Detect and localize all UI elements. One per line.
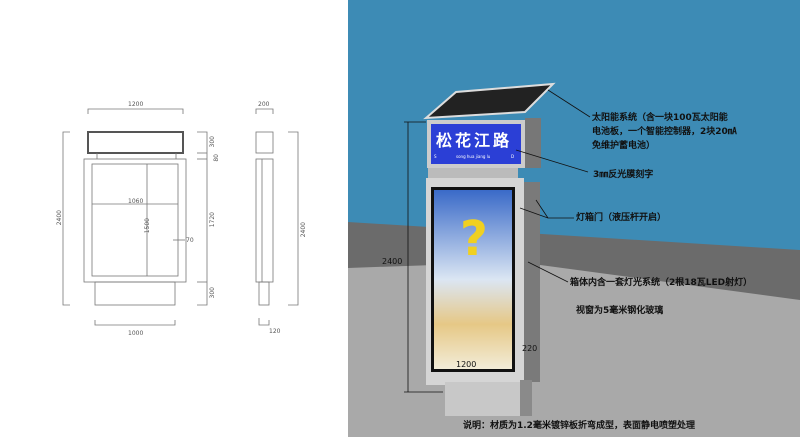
pinyin: song hua jiang lu xyxy=(456,154,491,159)
scene-graphics: ? xyxy=(348,0,800,437)
pinyin-right: D xyxy=(511,154,515,159)
dim-frame: 70 xyxy=(186,237,194,244)
elevation-drawings xyxy=(62,108,299,326)
pinyin-left: S xyxy=(434,154,437,159)
note-lettering: 3㎜反光膜刻字 xyxy=(593,170,654,180)
base xyxy=(445,382,520,416)
dim-inner-width: 1060 xyxy=(128,198,144,205)
front-base xyxy=(94,281,176,306)
dim-depth: 220 xyxy=(522,344,538,353)
technical-drawing-panel: 1200 2400 300 80 1720 300 1060 1500 70 1… xyxy=(0,0,348,437)
dim-side-top: 200 xyxy=(258,101,270,108)
dim-sign-height: 300 xyxy=(209,136,216,148)
dim-base-height: 300 xyxy=(209,287,216,299)
dim-width: 1200 xyxy=(456,360,477,369)
dim-height: 2400 xyxy=(382,257,403,266)
dim-gap: 80 xyxy=(213,154,220,162)
question-mark-graphic: ? xyxy=(460,211,488,267)
note-window: 视窗为5毫米钢化玻璃 xyxy=(576,306,664,316)
dim-total-height: 2400 xyxy=(56,210,63,226)
poster-screen xyxy=(434,190,512,369)
note-solar-line: 电池板，一个智能控制器，2块20㎃ xyxy=(592,127,737,137)
note-solar: 太阳能系统（含一块100瓦太阳能 电池板，一个智能控制器，2块20㎃ 免维护蓄电… xyxy=(592,111,737,153)
note-solar-line: 太阳能系统（含一块100瓦太阳能 xyxy=(592,113,728,123)
note-lighting: 箱体内含一套灯光系统（2根18瓦LED射灯） xyxy=(570,278,753,288)
note-solar-line: 免维护蓄电池） xyxy=(592,141,656,151)
dim-side-base: 120 xyxy=(269,328,281,335)
dim-box-height: 1720 xyxy=(209,212,216,228)
rendered-scene: ? 松花江路 S song hua jiang lu D 2400 1200 2… xyxy=(348,0,800,437)
dim-side-height: 2400 xyxy=(300,222,307,238)
dim-base-width: 1000 xyxy=(128,330,144,337)
note-material: 说明：材质为1.2毫米镀锌板折弯成型，表面静电喷塑处理 xyxy=(463,421,695,431)
solar-panel xyxy=(423,82,556,120)
dim-top-width: 1200 xyxy=(128,101,144,108)
street-name: 松花江路 xyxy=(436,131,513,150)
street-sign-panel xyxy=(431,124,521,164)
front-lightbox xyxy=(83,158,187,283)
dim-inner-height: 1500 xyxy=(144,218,151,234)
note-door: 灯箱门（液压杆开启） xyxy=(576,213,667,223)
front-sign-box xyxy=(87,131,184,154)
